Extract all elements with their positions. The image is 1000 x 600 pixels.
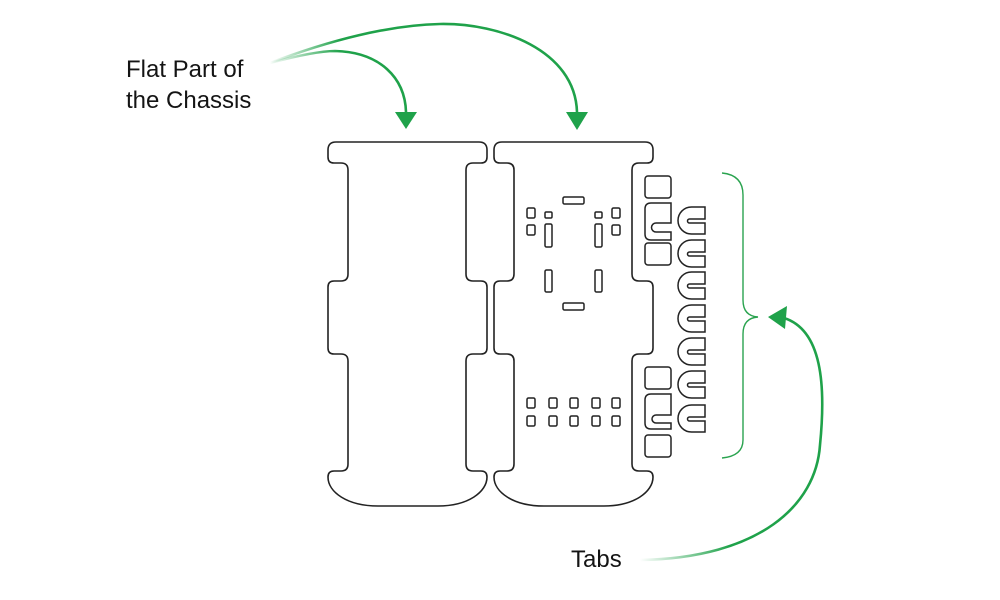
tabs-column-1 [644,175,672,458]
cutout-hole [569,397,579,409]
tab-c-shape [644,393,672,430]
chassis-panel-right-outline [493,141,654,507]
cutout-slot [562,302,585,311]
tab-u-shape [677,206,706,235]
arrow-to-tabs [638,316,824,562]
tab-u-shape [677,337,706,366]
chassis-label-line2: the Chassis [126,87,251,114]
cutout-hole [611,397,621,409]
cutout-hole [611,224,621,236]
tab-square [644,242,672,266]
tab-square [644,366,672,390]
cutout-hole [526,397,536,409]
tab-u-shape [677,404,706,433]
cutout-hole [569,415,579,427]
chassis-label-line1: Flat Part of [126,56,244,83]
cutout-hole [544,211,553,219]
chassis-arrows [268,22,588,130]
cutout-hole [526,207,536,219]
cutout-hole [526,224,536,236]
cutout-slot [594,269,603,293]
cutout-hole [591,415,601,427]
tab-u-shape [677,239,706,268]
cutout-hole [548,415,558,427]
arrow-to-right-panel [268,22,579,114]
arrow-to-left-panel [268,49,408,114]
cutout-hole [611,207,621,219]
arrowhead-tabs-icon [768,306,787,329]
cutout-hole [611,415,621,427]
cutout-slot [544,223,553,248]
cutout-hole [591,397,601,409]
chassis-panel-right [493,141,654,507]
arrowhead-right-panel-icon [566,112,588,130]
cutout-slot [594,223,603,248]
tab-u-shape [677,271,706,300]
cutout-slot [562,196,585,205]
tabs-brace [721,172,759,459]
cutout-slot [544,269,553,293]
cutout-hole [594,211,603,219]
cutout-hole [548,397,558,409]
tab-u-shape [677,370,706,399]
tab-square [644,175,672,199]
chassis-panel-left [327,141,488,507]
tab-c-shape [644,202,672,241]
tab-u-shape [677,304,706,333]
tabs-column-2 [677,206,706,433]
arrowhead-left-panel-icon [395,112,417,129]
tabs-label: Tabs [571,546,622,573]
cutout-hole [526,415,536,427]
tab-square [644,434,672,458]
